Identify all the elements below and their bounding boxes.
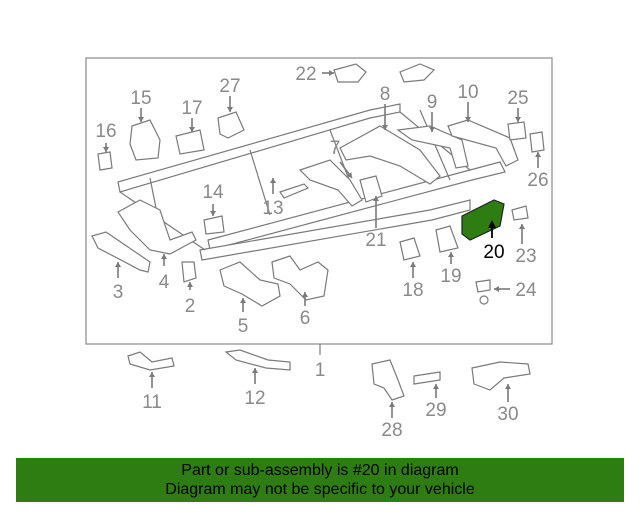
label-14: 14	[202, 182, 224, 203]
leader-arrowhead-2	[187, 282, 193, 287]
part-7-shape	[298, 159, 363, 207]
part-9-shape	[396, 125, 469, 169]
part-3-shape	[91, 231, 151, 273]
part-26-shape	[529, 131, 545, 153]
part-29-shape	[413, 371, 441, 385]
callout-labels: 1 2 3 4 5 6 7 8 9 10 11 12 13 14 15 16 1…	[95, 64, 548, 441]
label-23: 23	[515, 246, 536, 267]
part-8-shape	[339, 125, 441, 185]
leader-arrowhead-6	[302, 292, 308, 297]
label-24: 24	[515, 280, 537, 301]
leader-arrowhead-16	[103, 147, 109, 152]
part-23-shape	[511, 205, 529, 221]
part-13-shape	[279, 183, 310, 199]
leader-arrowhead-21	[373, 196, 379, 201]
leader-arrowhead-29	[433, 384, 439, 389]
label-4: 4	[159, 272, 170, 293]
leader-arrowhead-22	[329, 70, 334, 76]
leader-arrows	[103, 70, 541, 418]
parts-diagram: 1 2 3 4 5 6 7 8 9 10 11 12 13 14 15 16 1…	[85, 57, 553, 441]
label-19: 19	[440, 266, 461, 287]
label-12: 12	[244, 388, 265, 409]
label-27: 27	[219, 76, 240, 97]
label-21: 21	[365, 230, 386, 251]
label-17: 17	[181, 98, 202, 119]
leader-arrowhead-15	[138, 117, 144, 122]
label-2: 2	[185, 296, 196, 317]
leader-arrowhead-24	[494, 286, 499, 292]
part-18-shape	[399, 237, 421, 261]
part-4-shape	[117, 199, 197, 255]
part-14-shape	[203, 215, 225, 235]
part-12-shape	[224, 349, 291, 371]
leader-arrowhead-13	[270, 178, 276, 183]
part-5-shape	[219, 261, 281, 307]
leader-arrowhead-20	[488, 220, 496, 228]
part-22b-shape	[399, 63, 436, 83]
diagram-frame	[85, 57, 553, 345]
part-24-shape	[475, 279, 491, 293]
leader-arrowhead-19	[448, 252, 454, 257]
part-25-shape	[507, 121, 527, 141]
leader-arrowhead-18	[410, 262, 416, 267]
part-28-shape	[371, 359, 405, 401]
label-16: 16	[95, 121, 116, 142]
label-9: 9	[427, 92, 438, 113]
label-25: 25	[507, 88, 528, 109]
leader-arrowhead-9	[429, 127, 435, 132]
label-15: 15	[130, 88, 151, 109]
part-22-shape	[333, 63, 367, 83]
leader-arrowhead-10	[465, 117, 471, 122]
label-7: 7	[330, 138, 341, 159]
banner-line-1: Part or sub-assembly is #20 in diagram	[181, 462, 459, 479]
part-6-shape	[271, 255, 329, 301]
label-18: 18	[402, 280, 423, 301]
leader-arrowhead-28	[389, 402, 395, 407]
label-5: 5	[238, 316, 249, 337]
part-19-shape	[435, 225, 459, 253]
part-2-shape	[181, 261, 197, 283]
label-13: 13	[262, 198, 283, 219]
label-10: 10	[457, 82, 478, 103]
leader-arrowhead-25	[515, 117, 521, 122]
label-8: 8	[380, 84, 391, 105]
part-11-shape	[127, 351, 175, 371]
label-1: 1	[315, 360, 326, 381]
label-28: 28	[381, 420, 402, 441]
leader-arrowhead-17	[189, 127, 195, 132]
part-27-shape	[217, 111, 245, 139]
info-banner: Part or sub-assembly is #20 in diagram D…	[16, 458, 624, 502]
label-11: 11	[142, 392, 162, 413]
leader-arrowhead-7	[346, 172, 352, 178]
part-15-shape	[129, 119, 161, 161]
banner-line-2: Diagram may not be specific to your vehi…	[165, 481, 475, 498]
part-16-shape	[97, 151, 113, 171]
leader-arrowhead-27	[227, 107, 233, 112]
leader-arrowhead-5	[240, 298, 246, 303]
label-29: 29	[425, 400, 446, 421]
part-20-shape	[461, 199, 505, 241]
leader-arrowhead-11	[149, 372, 155, 377]
leader-arrowhead-8	[382, 125, 388, 130]
label-26: 26	[527, 170, 548, 191]
leader-arrowhead-14	[210, 211, 216, 216]
leader-arrowhead-3	[115, 262, 121, 267]
label-6: 6	[300, 308, 311, 329]
label-3: 3	[113, 282, 124, 303]
leader-arrowhead-4	[161, 254, 167, 259]
part-21-shape	[359, 175, 383, 203]
leader-arrowhead-23	[519, 224, 525, 229]
label-30: 30	[497, 404, 518, 425]
part-10-shape	[447, 119, 519, 167]
part-30-shape	[471, 361, 531, 391]
label-20: 20	[483, 242, 504, 263]
part-17-shape	[175, 129, 205, 155]
leader-arrowhead-12	[252, 368, 258, 373]
label-22: 22	[295, 64, 316, 85]
leader-arrowhead-26	[535, 152, 541, 157]
leader-arrowhead-30	[505, 384, 511, 389]
part-24-bolt-shape	[479, 295, 489, 305]
